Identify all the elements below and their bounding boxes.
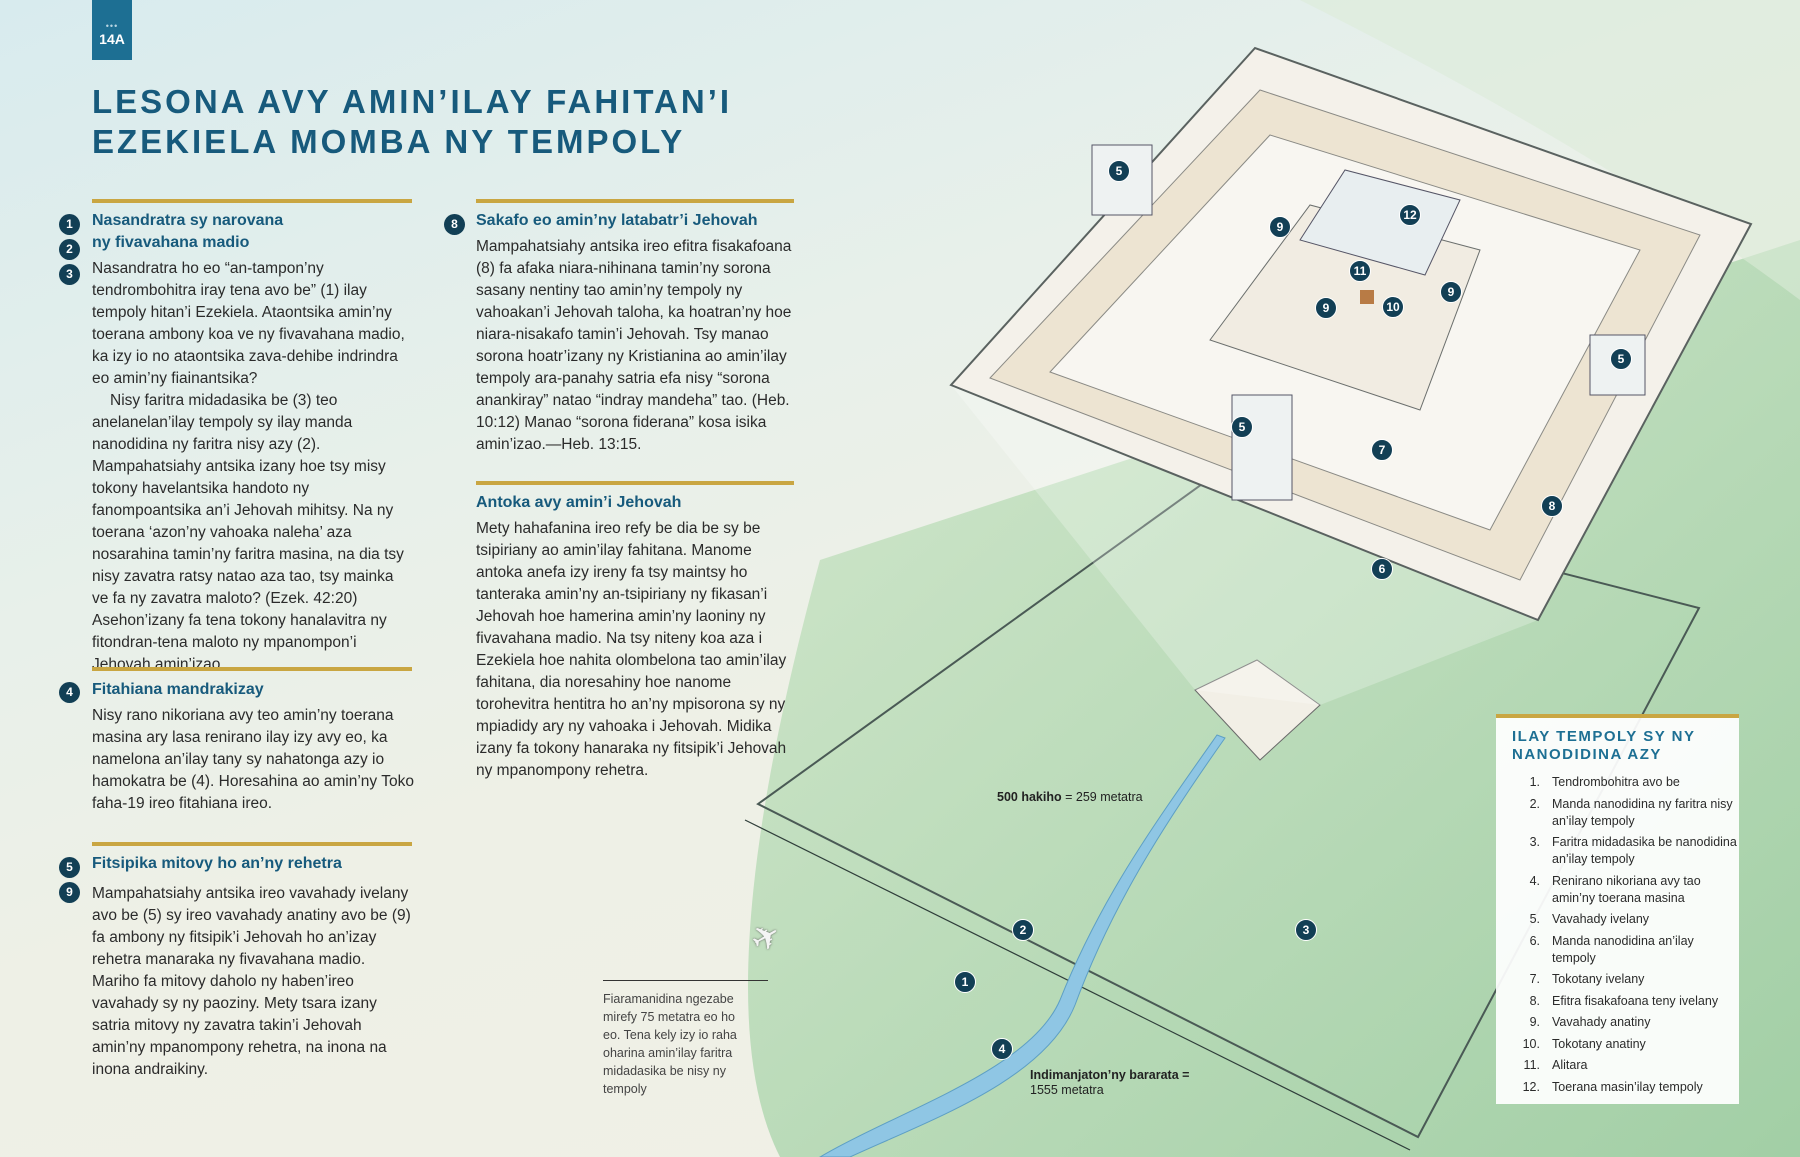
legend-item-label: Tokotany ivelany xyxy=(1552,972,1645,986)
legend-item-label: Tokotany anatiny xyxy=(1552,1036,1646,1051)
legend-item: 11. Alitara xyxy=(1512,1057,1739,1074)
diagram-marker-5: 5 xyxy=(1231,416,1253,438)
scale-label: 500 hakiho = 259 metatra xyxy=(997,790,1143,804)
plane-leader-line xyxy=(603,980,768,981)
legend-item-number: 6. xyxy=(1529,933,1540,948)
legend-item: 2. Manda nanodidina ny faritra nisy an’il… xyxy=(1512,796,1739,830)
legend-item-label: Alitara xyxy=(1552,1058,1588,1072)
page-title: LESONA AVY AMIN’ILAY FAHITAN’I EZEKIELA … xyxy=(92,82,792,162)
marker-3: 3 xyxy=(59,264,80,285)
diagram-marker-9: 9 xyxy=(1315,297,1337,319)
marker-4: 4 xyxy=(59,682,80,703)
title-line-2: EZEKIELA MOMBA NY TEMPOLY xyxy=(92,123,686,160)
section-heading: Antoka avy amin’i Jehovah xyxy=(476,494,682,511)
legend-item: 3. Faritra midadasika be nanodidina an’il… xyxy=(1512,834,1739,868)
diagram-marker-10: 10 xyxy=(1382,296,1404,318)
section-text: Nisy faritra midadasika be (3) teo anela… xyxy=(92,392,404,673)
legend-item: 10. Tokotany anatiny xyxy=(1512,1036,1739,1053)
badge-label: 14A xyxy=(99,31,125,47)
river xyxy=(819,734,1226,1157)
legend-item-number: 1. xyxy=(1529,775,1540,789)
legend-item-label: Toerana masin’ilay tempoly xyxy=(1552,1079,1703,1094)
sanctuary xyxy=(1299,169,1461,276)
section-text: Mampahatsiahy antsika ireo vavahady ivel… xyxy=(92,885,411,1078)
legend-item-label: Renirano nikoriana avy tao amin’ny toera… xyxy=(1552,873,1701,905)
legend-item-number: 8. xyxy=(1529,993,1540,1008)
section-text: Mety hahafanina ireo refy be dia be sy b… xyxy=(476,520,787,779)
section-divider xyxy=(92,667,412,671)
section-text: Mampahatsiahy antsika ireo efitra fisaka… xyxy=(476,238,792,453)
diagram-marker-3: 3 xyxy=(1295,919,1317,941)
diagram-marker-11: 11 xyxy=(1349,260,1371,282)
mini-temple xyxy=(1194,659,1321,761)
diagram-marker-6: 6 xyxy=(1371,558,1393,580)
section-divider xyxy=(92,199,412,203)
diagram-marker-9: 9 xyxy=(1440,281,1462,303)
legend-item-number: 9. xyxy=(1529,1015,1540,1029)
legend-item-number: 10. xyxy=(1522,1036,1540,1051)
diagram-marker-5: 5 xyxy=(1610,348,1632,370)
legend-item: 6. Manda nanodidina an’ilay tempoly xyxy=(1512,933,1739,967)
legend-item-label: Vavahady anatiny xyxy=(1552,1015,1651,1029)
legend-item-number: 12. xyxy=(1522,1079,1540,1094)
diagram-marker-4: 4 xyxy=(991,1038,1013,1060)
marker-1: 1 xyxy=(59,214,80,235)
legend-list: 1. Tendrombohitra avo be 2. Manda nanodidin… xyxy=(1496,774,1739,1096)
legend-item-label: Faritra midadasika be nanodidina an’ilay… xyxy=(1552,835,1737,866)
legend-item-number: 5. xyxy=(1529,912,1540,926)
legend-item-number: 2. xyxy=(1529,796,1540,811)
legend-item-label: Manda nanodidina an’ilay tempoly xyxy=(1552,933,1694,965)
marker-8: 8 xyxy=(444,214,465,235)
outer-wall-area xyxy=(756,480,1701,1139)
section-blessings: Fitahiana mandrakizay Nisy rano nikorian… xyxy=(92,679,414,815)
dots-icon: ••• xyxy=(105,21,119,31)
legend-item: 7. Tokotany ivelany xyxy=(1512,971,1739,988)
diagram-marker-9: 9 xyxy=(1269,216,1291,238)
diagram-marker-1: 1 xyxy=(954,971,976,993)
legend-item-label: Manda nanodidina ny faritra nisy an’ilay… xyxy=(1552,796,1733,828)
distance-label: Indimanjaton’ny bararata =1555 metatra xyxy=(1030,1068,1190,1097)
legend-item: 4. Renirano nikoriana avy tao amin’ny toe… xyxy=(1512,873,1739,907)
section-heading: Fitsipika mitovy ho an’ny rehetra xyxy=(92,855,342,872)
section-heading: Sakafo eo amin’ny latabatr’i Jehovah xyxy=(476,212,758,229)
legend-item: 1. Tendrombohitra avo be xyxy=(1512,774,1739,791)
diagram-marker-7: 7 xyxy=(1371,439,1393,461)
diagram-marker-5: 5 xyxy=(1108,160,1130,182)
section-divider xyxy=(476,199,794,203)
diagram-marker-12: 12 xyxy=(1399,204,1421,226)
legend-item: 9. Vavahady anatiny xyxy=(1512,1014,1739,1031)
legend-item-number: 11. xyxy=(1523,1058,1540,1072)
section-text: Nisy rano nikoriana avy teo amin’ny toer… xyxy=(92,707,414,812)
legend-item-number: 3. xyxy=(1529,835,1540,849)
title-line-1: LESONA AVY AMIN’ILAY FAHITAN’I xyxy=(92,83,733,120)
legend-item-label: Tendrombohitra avo be xyxy=(1552,775,1680,789)
section-text: Nasandratra ho eo “an-tampon’ny tendromb… xyxy=(92,260,405,387)
marker-5: 5 xyxy=(59,857,80,878)
section-same-standards: Fitsipika mitovy ho an’ny rehetra Mampah… xyxy=(92,853,414,1081)
section-divider xyxy=(92,842,412,846)
section-assurance: Antoka avy amin’i Jehovah Mety hahafanin… xyxy=(476,492,796,782)
marker-9: 9 xyxy=(59,882,80,903)
section-heading: Fitahiana mandrakizay xyxy=(92,681,264,698)
section-meal: Sakafo eo amin’ny latabatr’i Jehovah Mam… xyxy=(476,210,796,456)
legend-item: 8. Efitra fisakafoana teny ivelany xyxy=(1512,993,1739,1010)
section-divider xyxy=(476,481,794,485)
legend-item-label: Vavahady ivelany xyxy=(1552,912,1650,926)
legend-item-number: 7. xyxy=(1529,972,1540,986)
legend-item: 5. Vavahady ivelany xyxy=(1512,911,1739,928)
page-badge: ••• 14A xyxy=(92,0,132,60)
legend-item-number: 4. xyxy=(1529,873,1540,888)
legend-item-label: Efitra fisakafoana teny ivelany xyxy=(1552,993,1719,1008)
plane-caption: Fiaramanidina ngezabe mirefy 75 metatra … xyxy=(603,992,737,1096)
diagram-marker-8: 8 xyxy=(1541,495,1563,517)
diagram-marker-2: 2 xyxy=(1012,919,1034,941)
legend-item: 12. Toerana masin’ilay tempoly xyxy=(1512,1079,1739,1096)
marker-2: 2 xyxy=(59,239,80,260)
